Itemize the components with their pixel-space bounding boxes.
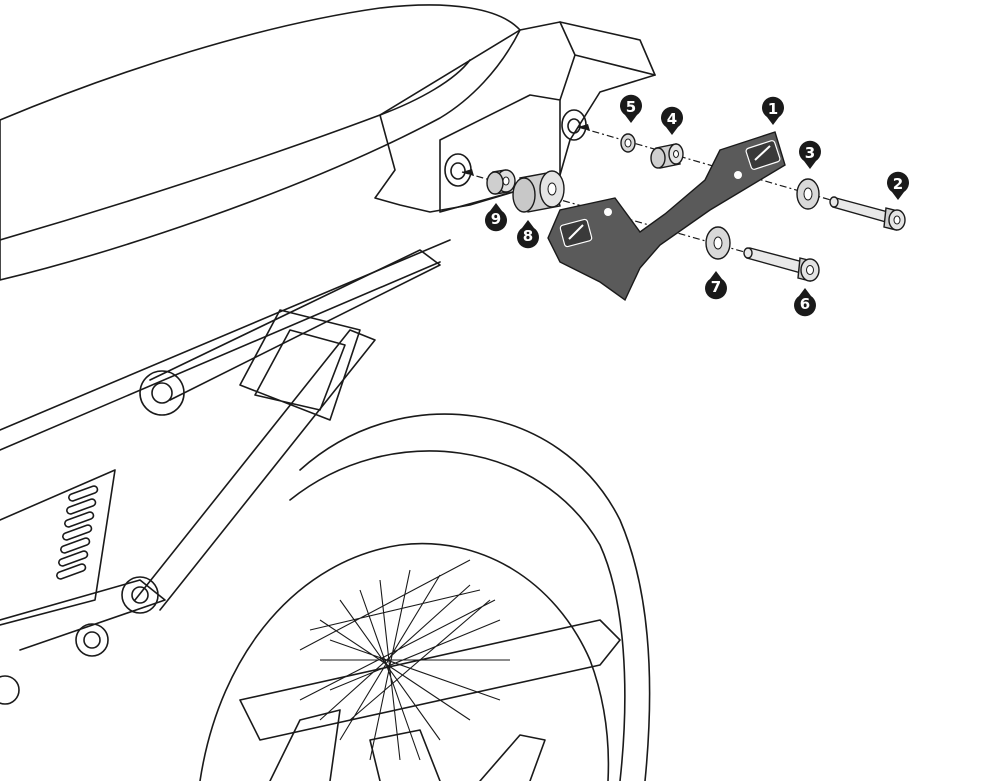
bracket-part — [547, 131, 786, 302]
spacer-lower-part — [512, 170, 565, 213]
subframe-diagonal — [134, 329, 376, 611]
bushing-lower-part — [486, 169, 516, 195]
frame-joint-left — [0, 675, 20, 705]
bracket-hole-upper — [734, 171, 742, 179]
seat-edge-line — [0, 59, 471, 241]
washer-upper-part — [796, 178, 820, 210]
frame-joint-lower-inner — [131, 586, 149, 604]
callout-marker-3: 3 — [799, 140, 821, 169]
subframe-mid-tube — [149, 249, 441, 401]
tail-top-edge — [559, 21, 656, 101]
callout-marker-9: 9 — [485, 203, 507, 232]
callout-marker-6: 6 — [794, 288, 816, 317]
callout-marker-5: 5 — [620, 94, 642, 123]
wheel-spokes — [299, 559, 510, 761]
mount-hole-upper — [561, 109, 587, 141]
callout-marker-2: 2 — [887, 171, 909, 200]
callout-label-4: 4 — [667, 110, 677, 128]
side-panel — [0, 469, 116, 626]
swingarm-lower — [269, 709, 546, 781]
callout-label-6: 6 — [800, 295, 810, 313]
callout-marker-7: 7 — [705, 271, 727, 300]
motorcycle-rear-outline — [0, 4, 656, 781]
spacer-upper-part — [650, 143, 684, 169]
callout-label-3: 3 — [805, 144, 815, 162]
bolt-upper-part — [829, 196, 906, 231]
bracket-logo-plate-upper — [745, 140, 781, 170]
subframe-upper-tube — [0, 239, 451, 451]
frame-joint-swingarm — [75, 623, 109, 657]
callout-label-9: 9 — [491, 210, 501, 228]
bolt-lower-part — [743, 247, 820, 282]
insertion-arrows — [462, 124, 590, 176]
callout-label-7: 7 — [711, 278, 721, 296]
callout-marker-1: 1 — [762, 96, 784, 125]
rear-fender-inner — [289, 450, 626, 781]
bracket-logo-plate-lower — [559, 218, 593, 248]
frame-joint-upper-inner — [151, 382, 173, 404]
mount-hole-upper-inner — [567, 118, 581, 134]
washer-lower-part — [705, 226, 731, 260]
frame-joint-upper — [139, 370, 185, 416]
rear-fender — [299, 413, 651, 781]
seat-outline — [0, 4, 521, 281]
mount-hole-lower — [444, 153, 472, 187]
mount-hole-lower-inner — [450, 162, 466, 180]
bushing-upper-part — [620, 133, 636, 153]
side-panel-vents — [56, 485, 99, 580]
frame-joint-swingarm-inner — [83, 631, 101, 649]
callout-marker-4: 4 — [661, 106, 683, 135]
swingarm — [239, 619, 621, 741]
callout-label-5: 5 — [626, 98, 636, 116]
subframe-truss — [239, 309, 361, 421]
subframe-lower-tube — [0, 579, 166, 651]
callout-label-8: 8 — [523, 227, 533, 245]
callout-label-1: 1 — [768, 100, 778, 118]
callout-label-2: 2 — [893, 175, 903, 193]
rear-tire — [199, 542, 610, 781]
frame-joint-lower — [121, 576, 159, 614]
bracket-hole-lower — [604, 208, 612, 216]
callout-marker-8: 8 — [517, 220, 539, 249]
